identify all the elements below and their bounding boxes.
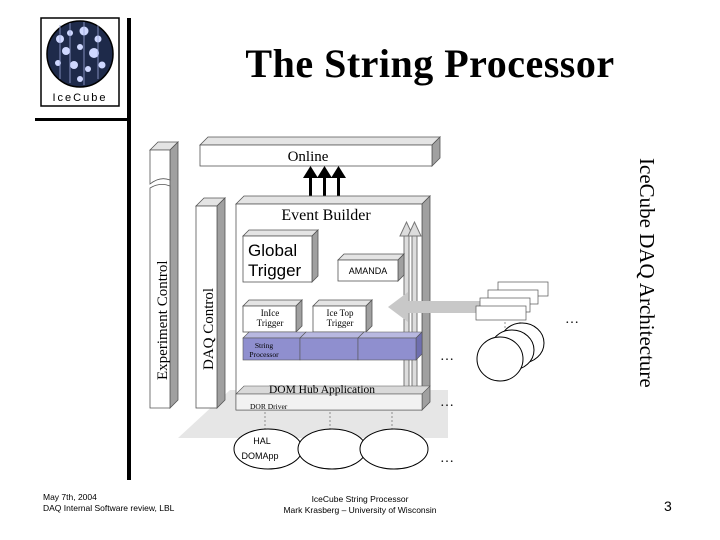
icetop-trigger-label-2: Trigger bbox=[327, 318, 354, 328]
dom-circles bbox=[233, 428, 429, 470]
string-processor-label-2: Processor bbox=[249, 350, 279, 359]
event-builder-label: Event Builder bbox=[281, 207, 371, 224]
daq-control-label: DAQ Control bbox=[201, 288, 217, 370]
page-number: 3 bbox=[664, 498, 672, 514]
amanda-label: AMANDA bbox=[349, 266, 388, 276]
title-divider-horizontal bbox=[35, 118, 131, 121]
domhub-plate bbox=[235, 385, 431, 411]
footer-talk-title: IceCube String Processor bbox=[311, 494, 409, 504]
footer-center: IceCube String Processor Mark Krasberg –… bbox=[240, 494, 480, 516]
experiment-control-column bbox=[149, 141, 179, 409]
inice-trigger-box bbox=[242, 299, 303, 333]
string-processor-row bbox=[242, 331, 423, 361]
logo-text: IceCube bbox=[53, 92, 108, 104]
daq-control-column bbox=[195, 197, 226, 409]
ellipsis-processor: … bbox=[440, 349, 454, 364]
ellipsis-driver: … bbox=[440, 395, 454, 410]
inice-trigger-label-1: InIce bbox=[261, 308, 279, 318]
ellipsis-dom: … bbox=[440, 451, 454, 466]
slide-title: The String Processor bbox=[245, 41, 615, 86]
experiment-control-label: Experiment Control bbox=[155, 260, 171, 380]
footer-event: DAQ Internal Software review, LBL bbox=[43, 503, 175, 513]
inice-trigger-label-2: Trigger bbox=[257, 318, 284, 328]
dor-driver-label: DOR Driver bbox=[250, 402, 288, 411]
ellipsis-hub: … bbox=[565, 312, 579, 327]
online-label: Online bbox=[288, 149, 329, 165]
domapp-label: DOMApp bbox=[241, 451, 278, 461]
online-arrows bbox=[303, 166, 346, 196]
title-divider-vertical bbox=[127, 18, 131, 480]
global-trigger-label-1: Global bbox=[248, 241, 297, 260]
footer-left: May 7th, 2004 DAQ Internal Software revi… bbox=[43, 492, 223, 514]
global-trigger-box bbox=[242, 229, 319, 283]
amanda-box bbox=[337, 253, 405, 282]
side-title: IceCube DAQ Architecture bbox=[635, 158, 659, 388]
hal-label: HAL bbox=[253, 436, 271, 446]
side-title-text: IceCube DAQ Architecture bbox=[635, 158, 659, 388]
global-trigger-label-2: Trigger bbox=[248, 261, 302, 280]
icecube-logo: IceCube bbox=[40, 17, 120, 107]
icetop-trigger-label-1: Ice Top bbox=[327, 308, 354, 318]
online-box bbox=[199, 136, 441, 167]
footer-date: May 7th, 2004 bbox=[43, 492, 97, 502]
side-hub-stack bbox=[475, 281, 549, 321]
icetop-trigger-box bbox=[312, 299, 373, 333]
string-processor-label-1: String bbox=[255, 341, 274, 350]
domhub-label: DOM Hub Application bbox=[269, 384, 375, 396]
footer-author: Mark Krasberg – University of Wisconsin bbox=[283, 505, 437, 515]
side-dom-circles bbox=[476, 322, 545, 382]
